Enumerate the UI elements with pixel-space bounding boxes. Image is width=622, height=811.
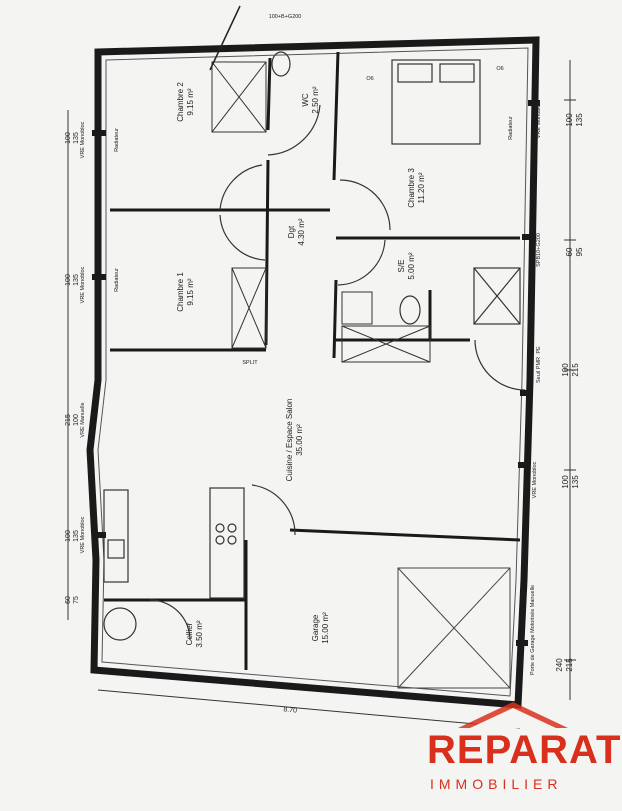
dim-right-2a: 60 bbox=[565, 247, 574, 256]
room-chambre2-area: 9.15 m² bbox=[186, 88, 195, 115]
dim-right-1a: 100 bbox=[565, 113, 574, 127]
dimension-bottom bbox=[97, 689, 521, 729]
room-cellier-name: Cellier bbox=[185, 622, 194, 645]
room-chambre3-name: Chambre 3 bbox=[407, 168, 416, 208]
pencil-mark bbox=[209, 5, 241, 71]
dim-right-4a: 100 bbox=[561, 475, 570, 489]
wall-living-garage bbox=[289, 528, 521, 542]
door-ch1 bbox=[219, 214, 266, 261]
garage-door bbox=[397, 567, 511, 689]
wall-markers bbox=[92, 100, 540, 646]
room-chambre2-name: Chambre 2 bbox=[176, 82, 185, 122]
wall-wc-ch3 bbox=[332, 51, 340, 181]
top-dimension-label: 100+B+G200 bbox=[269, 14, 302, 20]
dim-right-2b: 95 bbox=[575, 247, 584, 256]
toilet bbox=[271, 51, 291, 77]
dim-left-2b: 135 bbox=[73, 274, 80, 286]
room-cuisine-name: Cuisine / Espace Salon bbox=[285, 399, 294, 482]
dim-left-1a: 100 bbox=[65, 132, 72, 144]
garage-door-label: Porte de Garage Motorisée Manuelle bbox=[530, 585, 536, 675]
dimension-ticks-right bbox=[564, 60, 576, 700]
dim-left-5a: 60 bbox=[65, 596, 72, 604]
radiateur-label-2: Radiateur bbox=[114, 268, 120, 292]
dim-right-3a: 100 bbox=[561, 363, 570, 377]
vre-manuelle-label: VRE Manuelle bbox=[80, 402, 86, 437]
room-dgt-area: 4.30 m² bbox=[297, 218, 306, 245]
reparat-logo bbox=[458, 702, 568, 728]
room-wc-name: WC bbox=[301, 93, 310, 107]
room-chambre1-name: Chambre 1 bbox=[176, 272, 185, 312]
room-chambre3-area: 11.20 m² bbox=[417, 172, 426, 203]
split-label: SPLIT bbox=[242, 360, 258, 366]
room-garage-area: 15.00 m² bbox=[321, 612, 330, 644]
pe-label: PE bbox=[536, 346, 542, 354]
door-swings bbox=[149, 104, 526, 641]
dim-right-5b: 215 bbox=[565, 658, 574, 672]
dim-left-4a: 100 bbox=[65, 530, 72, 542]
washbasin bbox=[399, 295, 421, 325]
vre-monobloc-right-1: VRE Monobloc bbox=[536, 101, 542, 138]
dim-left-2a: 100 bbox=[65, 274, 72, 286]
dim-left-5b: 75 bbox=[73, 596, 80, 604]
vre-monobloc-label-1: VRE Monobloc bbox=[80, 121, 86, 158]
vre-monobloc-label-2: VRE Monobloc bbox=[80, 266, 86, 303]
exterior-wall-inner-line bbox=[97, 47, 529, 697]
brand-name: REPARAT bbox=[427, 728, 622, 772]
dim-right-3b: 215 bbox=[571, 363, 580, 377]
seuil-pmr-label: Seuil PMR bbox=[536, 357, 542, 383]
room-dgt-name: Dgt bbox=[287, 225, 296, 238]
room-wc-area: 2.50 m² bbox=[311, 86, 320, 113]
vre-monobloc-right-2: VRE Monobloc bbox=[532, 461, 538, 498]
room-sde-area: 5.00 m² bbox=[407, 252, 416, 279]
door-ch2 bbox=[219, 164, 263, 211]
door-sde bbox=[337, 239, 386, 286]
closets bbox=[211, 61, 431, 363]
room-garage-name: Garage bbox=[311, 614, 320, 641]
dim-left-3b: 100 bbox=[73, 414, 80, 426]
spb-label: SPB10+G200 bbox=[536, 233, 542, 267]
door-living-garage bbox=[251, 484, 296, 536]
dim-left-1b: 135 bbox=[73, 132, 80, 144]
dim-right-4b: 135 bbox=[571, 475, 580, 489]
double-bed bbox=[391, 59, 481, 145]
door-cellier bbox=[149, 599, 191, 641]
radiateur-label-3: Radiateur bbox=[508, 116, 514, 140]
bottom-dimension-label: 8.70 bbox=[283, 706, 297, 714]
vre-monobloc-label-3: VRE Monobloc bbox=[80, 516, 86, 553]
dim-right-5a: 240 bbox=[555, 658, 564, 672]
dim-right-1b: 135 bbox=[575, 113, 584, 127]
radiateur-label-1: Radiateur bbox=[114, 128, 120, 152]
room-sde-name: S/E bbox=[397, 260, 406, 273]
water-heater bbox=[103, 607, 137, 641]
dim-left-4b: 135 bbox=[73, 530, 80, 542]
room-chambre1-area: 9.15 m² bbox=[186, 278, 195, 305]
exterior-walls bbox=[86, 36, 540, 709]
wall-dgt-sde bbox=[332, 279, 338, 359]
bathroom-fixtures bbox=[103, 51, 521, 641]
door-wc bbox=[267, 104, 321, 156]
door-entry bbox=[474, 339, 526, 391]
wall-ch2-wc bbox=[266, 57, 272, 131]
o6-label-2: O6 bbox=[496, 66, 503, 72]
brand-tagline: IMMOBILIER bbox=[430, 776, 563, 792]
shower-tray bbox=[473, 267, 521, 325]
o6-label-1: O6 bbox=[366, 76, 373, 82]
room-cuisine-area: 35.00 m² bbox=[295, 424, 304, 456]
door-ch3 bbox=[339, 179, 391, 231]
room-cellier-area: 3.50 m² bbox=[195, 620, 204, 647]
dim-left-3a: 215 bbox=[65, 414, 72, 426]
interior-walls bbox=[104, 51, 521, 670]
